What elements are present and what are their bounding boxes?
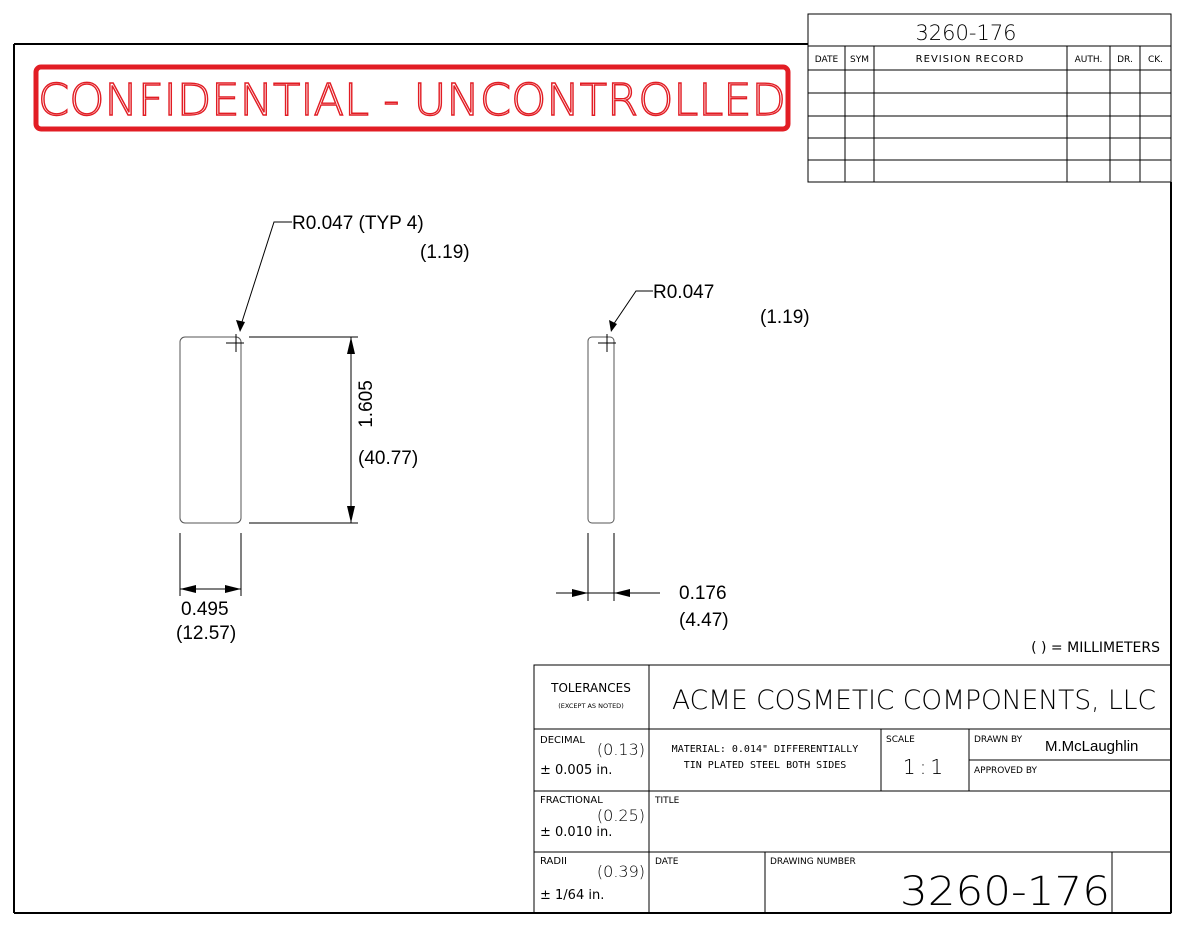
front-width-mm: (12.57): [176, 623, 236, 644]
revision-header-sym: SYM: [850, 55, 869, 65]
decimal-mm: (0.13): [597, 740, 645, 759]
title-block: TOLERANCES (EXCEPT AS NOTED) ACME COSMET…: [533, 664, 1172, 915]
drawn-by-value: M.McLaughlin: [1045, 738, 1138, 755]
tolerances-title: TOLERANCES: [550, 681, 631, 695]
date-label: DATE: [655, 857, 679, 867]
scale-value: 1:1: [903, 755, 947, 779]
fractional-label: FRACTIONAL: [540, 795, 603, 806]
tolerances-subtitle: (EXCEPT AS NOTED): [558, 702, 623, 710]
title-label: TITLE: [654, 796, 680, 806]
revision-header-ck: CK.: [1148, 55, 1163, 65]
material-line-2: TIN PLATED STEEL BOTH SIDES: [684, 760, 847, 771]
decimal-label: DECIMAL: [540, 735, 585, 746]
front-height-mm: (40.77): [358, 448, 418, 469]
revision-header-auth: AUTH.: [1075, 55, 1103, 65]
revision-header-dr: DR.: [1117, 55, 1133, 65]
sheet-border: [13, 43, 1172, 914]
front-radius-label: R0.047 (TYP 4): [292, 213, 424, 234]
side-radius-label: R0.047: [653, 282, 714, 303]
material-line-1: MATERIAL: 0.014" DIFFERENTIALLY: [672, 744, 859, 755]
title-block-drawing-number: 3260-176: [900, 869, 1110, 915]
drawn-by-label: DRAWN BY: [974, 735, 1023, 745]
confidential-banner: CONFIDENTIAL - UNCONTROLLED: [33, 64, 791, 132]
units-note: ( ) = MILLIMETERS: [1031, 640, 1160, 656]
front-radius-mm: (1.19): [420, 242, 470, 263]
front-view: R0.047 (TYP 4) (1.19) 1.605 (40.77) 0.49…: [176, 213, 470, 644]
side-thickness-mm: (4.47): [679, 610, 729, 631]
decimal-in: ± 0.005 in.: [540, 763, 612, 778]
company-name: ACME COSMETIC COMPONENTS, LLC: [672, 685, 1156, 716]
radii-label: RADII: [540, 856, 567, 867]
revision-block: 3260-176 DATE SYM REVISION RECORD AUTH. …: [807, 13, 1172, 183]
scale-label: SCALE: [886, 735, 915, 745]
revision-drawing-number: 3260-176: [915, 21, 1016, 45]
revision-header-date: DATE: [815, 55, 839, 65]
radii-mm: (0.39): [597, 862, 645, 881]
confidential-banner-text: CONFIDENTIAL - UNCONTROLLED: [38, 75, 786, 126]
fractional-mm: (0.25): [597, 806, 645, 825]
front-width-in: 0.495: [181, 599, 229, 620]
radii-in: ± 1/64 in.: [540, 888, 604, 903]
side-radius-mm: (1.19): [760, 307, 810, 328]
side-view: R0.047 (1.19) 0.176 (4.47): [556, 282, 810, 631]
revision-header-record: REVISION RECORD: [916, 54, 1025, 65]
approved-by-label: APPROVED BY: [974, 766, 1038, 776]
drawing-number-label: DRAWING NUMBER: [770, 857, 856, 867]
side-thickness-in: 0.176: [679, 583, 727, 604]
front-height-in: 1.605: [356, 380, 377, 428]
fractional-in: ± 0.010 in.: [540, 825, 612, 840]
